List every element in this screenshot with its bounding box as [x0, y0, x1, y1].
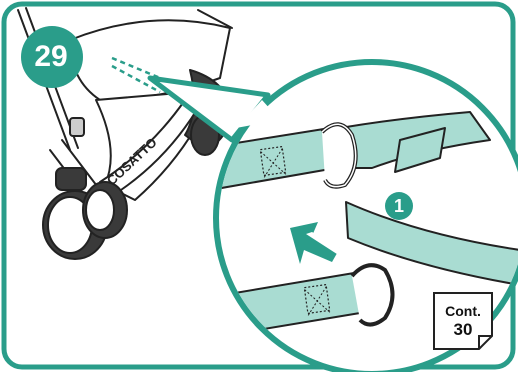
- continue-label: Cont.: [445, 303, 481, 319]
- continue-number: 30: [454, 320, 473, 340]
- continue-box: Cont. 30: [434, 293, 492, 349]
- step-number: 29: [20, 28, 82, 86]
- sub-step-number: 1: [385, 192, 413, 220]
